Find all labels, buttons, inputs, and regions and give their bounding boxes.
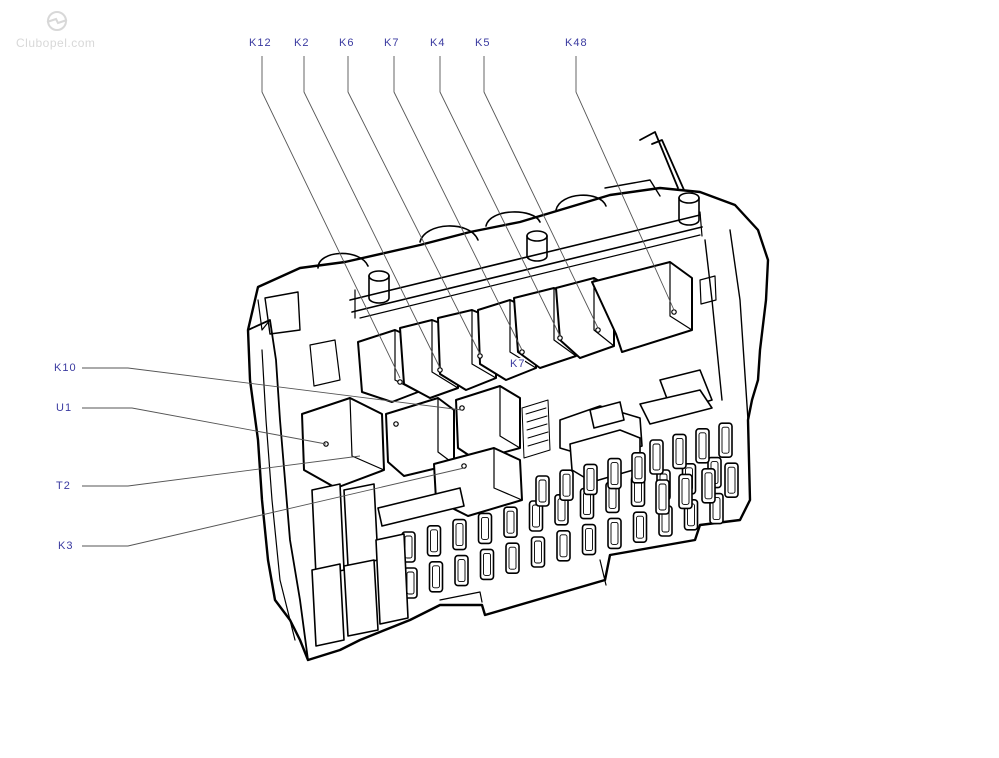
- fuse-slot-inner: [712, 497, 721, 521]
- fuse-slot: [428, 560, 444, 593]
- fuse-slot: [631, 451, 646, 484]
- fuse-slot: [607, 517, 622, 550]
- label-k5: K5: [475, 37, 491, 49]
- fuse-slot: [678, 473, 693, 510]
- fuse-slot-inner: [585, 528, 593, 552]
- fuse-slot-inner: [506, 510, 515, 534]
- fuse-slot-inner: [636, 515, 644, 539]
- label-k2: K2: [294, 37, 310, 49]
- label-k4: K4: [430, 37, 446, 49]
- fuse-slot-inner: [538, 479, 547, 503]
- fuse-slot: [503, 506, 518, 539]
- fuse-slot-inner: [586, 467, 595, 491]
- fuse-slot: [581, 523, 597, 556]
- fuse-slot: [672, 433, 687, 470]
- fuse-slot-inner: [681, 477, 690, 505]
- fuse-slot-inner: [455, 523, 464, 547]
- fuse-slot: [477, 512, 493, 545]
- relay-row-top: [357, 261, 693, 403]
- fuse-slot: [559, 469, 574, 502]
- fuse-slot-inner: [610, 462, 619, 486]
- fuse-slot: [452, 518, 467, 551]
- label-k12: K12: [249, 37, 272, 49]
- fuse-slot: [701, 467, 716, 504]
- fuse-slot: [535, 475, 550, 507]
- opel-logo-watermark: [46, 11, 68, 31]
- fuse-slot-inner: [652, 443, 661, 471]
- leader-lines: [82, 56, 675, 547]
- fuse-slot-inner: [698, 432, 707, 460]
- fuse-slot: [655, 479, 670, 515]
- bolt: [368, 192, 700, 304]
- fuse-slot-inner: [481, 516, 489, 540]
- pin-grid: [521, 399, 551, 459]
- fuse-slot: [632, 511, 648, 544]
- fuse-slot-inner: [704, 472, 713, 500]
- fuse-slot: [505, 542, 520, 575]
- fuse-slot-inner: [430, 529, 438, 553]
- label-k3: K3: [58, 540, 74, 552]
- fuse-slot: [583, 463, 598, 496]
- fuse-slot-inner: [727, 466, 736, 494]
- fuse-slot-inner: [610, 521, 619, 545]
- fuse-slot-inner: [432, 565, 440, 589]
- fuse-slot-inner: [559, 534, 568, 558]
- watermark-text: Clubopel.com: [16, 36, 96, 50]
- fuse-slot-inner: [675, 437, 684, 465]
- fuse-slot: [454, 554, 469, 587]
- fuse-slot: [556, 529, 571, 562]
- label-u1: U1: [56, 402, 73, 414]
- label-k48: K48: [565, 37, 588, 49]
- fuse-slot: [607, 457, 622, 490]
- fuse-slots: [401, 422, 739, 599]
- fuse-slot-inner: [658, 483, 667, 511]
- label-k10: K10: [54, 362, 77, 374]
- fuse-slot-inner: [457, 559, 466, 583]
- fuse-slot-inner: [483, 552, 491, 576]
- label-k7-inner: K7: [510, 358, 526, 370]
- fuse-slot-inner: [508, 546, 517, 570]
- fuse-slot: [724, 462, 739, 499]
- fuse-slot: [479, 548, 495, 581]
- fuse-slot: [649, 439, 664, 475]
- label-k7: K7: [384, 37, 400, 49]
- fuse-slot-inner: [534, 540, 542, 564]
- fuse-slot: [426, 524, 442, 557]
- fuse-slot: [530, 536, 546, 568]
- fuse-slot-inner: [721, 426, 730, 454]
- fuse-slot-inner: [562, 473, 571, 497]
- fuse-slot: [718, 422, 733, 459]
- relay-row-middle: [301, 385, 523, 517]
- label-t2: T2: [56, 480, 71, 492]
- fuse-slot: [695, 427, 710, 464]
- fuse-slot-inner: [634, 456, 643, 480]
- label-k6: K6: [339, 37, 355, 49]
